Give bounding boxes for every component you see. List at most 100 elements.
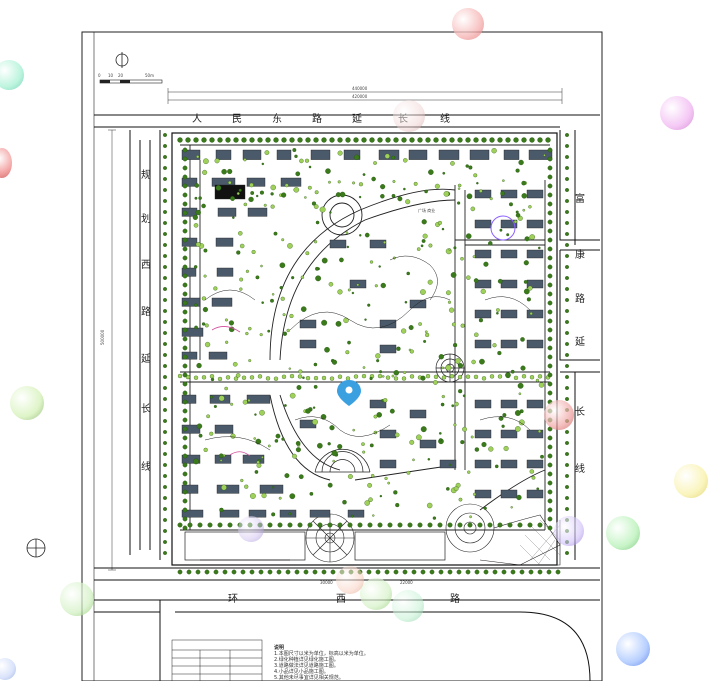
- tree: [565, 287, 569, 291]
- tree: [456, 569, 462, 575]
- tree: [481, 376, 487, 381]
- tree: [377, 137, 383, 143]
- tree: [437, 220, 442, 225]
- tree: [271, 293, 275, 296]
- tree: [375, 569, 381, 575]
- building: [526, 339, 544, 349]
- tree: [497, 137, 503, 143]
- tree: [319, 206, 326, 213]
- tree: [289, 137, 295, 143]
- notes-line: 1.本图尺寸以米为单位，标高以米为单位。: [274, 651, 369, 657]
- tree: [364, 318, 367, 321]
- tree: [225, 137, 231, 143]
- tree: [429, 569, 435, 575]
- tree: [538, 246, 541, 250]
- tree: [163, 452, 167, 456]
- tree: [295, 171, 301, 177]
- tree: [182, 291, 188, 297]
- tree: [182, 480, 188, 486]
- tree: [426, 502, 433, 509]
- tree: [267, 444, 271, 448]
- tree: [230, 433, 236, 439]
- tree: [467, 470, 471, 474]
- tree: [347, 522, 353, 528]
- tree: [547, 201, 553, 207]
- central-plaza: [314, 448, 371, 473]
- tree: [298, 369, 303, 374]
- tree: [230, 402, 234, 406]
- tree: [321, 257, 328, 264]
- tree: [547, 183, 553, 189]
- tree: [209, 431, 214, 436]
- tree: [488, 446, 494, 452]
- tree: [329, 211, 332, 214]
- vegetation: [163, 133, 569, 575]
- tree: [362, 450, 366, 454]
- tree: [523, 260, 529, 266]
- tree: [182, 345, 188, 351]
- tree: [521, 374, 527, 379]
- tree: [222, 569, 228, 575]
- tree: [182, 381, 188, 387]
- tree: [380, 194, 385, 199]
- tree: [196, 155, 200, 159]
- building: [299, 339, 317, 349]
- plaza-label: 广场 商业: [418, 207, 435, 213]
- location-marker-icon: [337, 380, 361, 406]
- tree: [186, 569, 192, 575]
- tree: [286, 328, 290, 333]
- tree: [267, 522, 273, 528]
- tree: [483, 261, 489, 267]
- road-char: 康: [575, 248, 585, 261]
- tree: [163, 243, 167, 247]
- building: [474, 399, 492, 409]
- tree: [441, 366, 445, 370]
- tree: [369, 376, 373, 381]
- tree: [420, 244, 424, 248]
- building: [216, 484, 240, 494]
- tree: [513, 220, 518, 224]
- tree: [267, 569, 273, 575]
- drawing-frame: [81, 31, 603, 681]
- tree: [565, 474, 569, 478]
- tree: [377, 522, 383, 528]
- tree: [182, 174, 188, 180]
- tree: [489, 374, 495, 379]
- building: [379, 429, 397, 439]
- road-char: 环: [228, 594, 238, 605]
- tree: [238, 231, 243, 236]
- tree: [327, 482, 333, 488]
- tree: [163, 276, 167, 280]
- tree: [163, 529, 167, 533]
- tree: [194, 303, 198, 307]
- tree: [449, 137, 455, 143]
- road-char: 路: [312, 112, 322, 125]
- tree: [261, 162, 265, 166]
- road-char: 民: [232, 113, 242, 125]
- tree: [182, 471, 188, 477]
- building: [526, 459, 544, 469]
- tree: [182, 372, 188, 378]
- tree: [281, 238, 285, 242]
- tree: [440, 402, 445, 407]
- tree: [384, 153, 390, 159]
- tree: [207, 522, 213, 528]
- tree: [233, 376, 239, 381]
- tree: [565, 353, 569, 357]
- tree: [182, 147, 188, 153]
- tree: [247, 399, 251, 402]
- building: [181, 327, 204, 337]
- tree: [565, 408, 569, 412]
- building: [379, 319, 397, 329]
- tree: [337, 289, 343, 295]
- tree: [393, 569, 399, 575]
- notes-line: 5.其他未尽事宜详见相关规范。: [274, 675, 344, 681]
- building: [347, 509, 365, 518]
- tree: [367, 522, 373, 528]
- tree: [163, 386, 167, 390]
- tree: [202, 169, 208, 175]
- tree: [217, 522, 223, 528]
- tree: [427, 522, 433, 528]
- road-char: 路: [450, 592, 460, 605]
- tree: [565, 485, 569, 489]
